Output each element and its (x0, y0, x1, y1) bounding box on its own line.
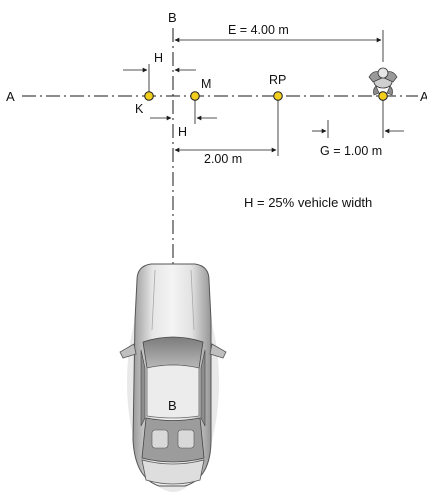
dim-h-top-label: H (154, 51, 163, 65)
axis-a-right-label: A (420, 89, 427, 104)
dim-g-label: G = 1.00 m (320, 144, 382, 158)
dim-e-label: E = 4.00 m (228, 23, 289, 37)
car-top-view-icon (119, 263, 227, 492)
h-definition-note: H = 25% vehicle width (244, 195, 372, 210)
point-m-label: M (201, 77, 211, 91)
pedestrian-dummy-icon (368, 67, 398, 101)
dim-h-bottom-label: H (178, 125, 187, 139)
point-rp (273, 91, 283, 101)
point-k (144, 91, 154, 101)
point-k-label: K (135, 102, 144, 116)
axis-b-top-label: B (168, 10, 177, 25)
dim-2m-label: 2.00 m (204, 152, 242, 166)
axis-b-car-label: B (168, 398, 177, 413)
axis-a-left-label: A (6, 89, 15, 104)
point-m (190, 91, 200, 101)
point-rp-label: RP (269, 73, 286, 87)
